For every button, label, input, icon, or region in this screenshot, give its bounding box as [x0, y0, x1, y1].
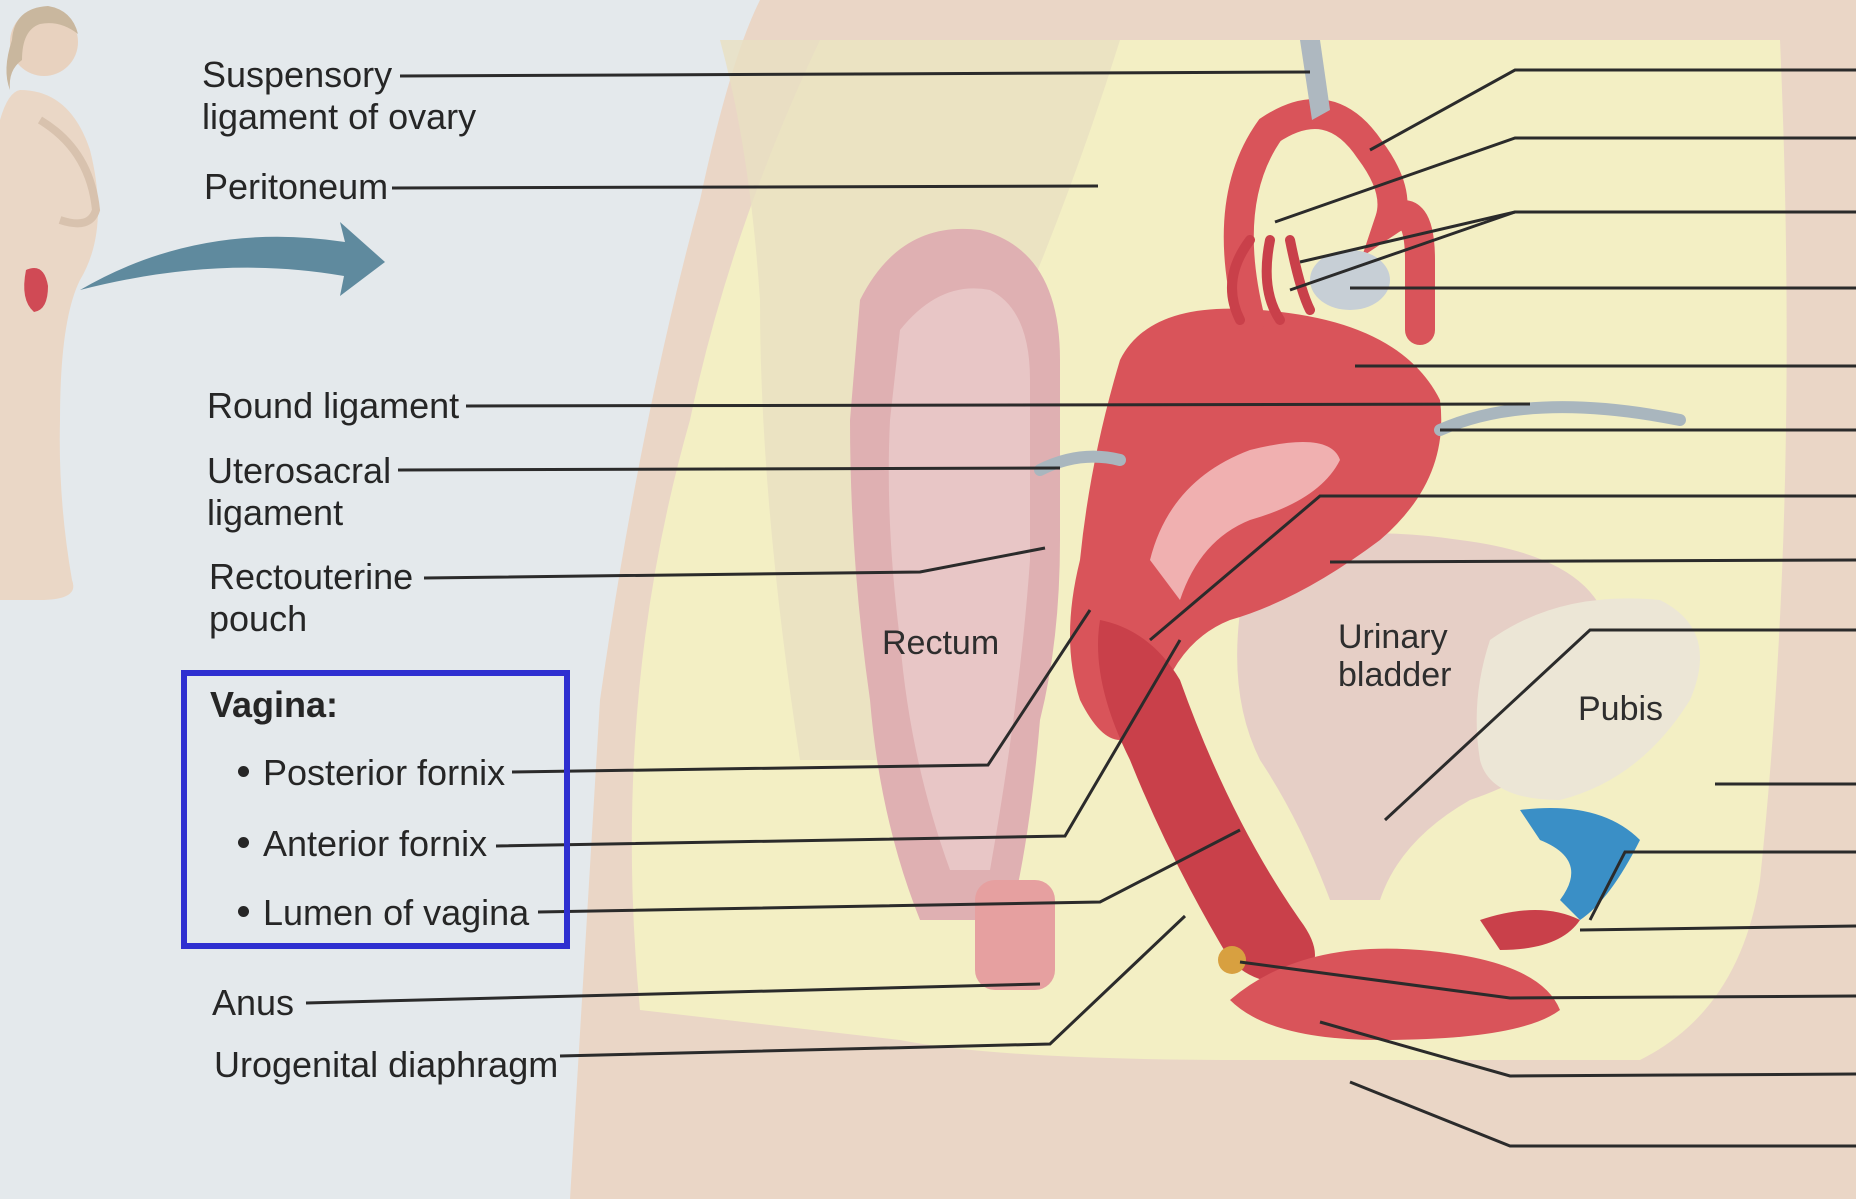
uterine-tube	[1223, 99, 1435, 345]
urinary-bladder-label-line2: bladder	[1338, 656, 1451, 694]
leader-suspensory	[399, 70, 1311, 78]
rectum-label: Rectum	[882, 624, 999, 662]
vagina-item-label: Lumen of vagina	[263, 892, 530, 933]
leader-lumen-vagina	[537, 828, 1241, 914]
pubis-label: Pubis	[1578, 690, 1663, 728]
label-uterosacral-ligament: Uterosacral ligament	[207, 450, 392, 533]
leader-r8	[1329, 558, 1856, 564]
ovary-shape	[1310, 250, 1390, 310]
leader-r13	[1239, 960, 1856, 1000]
vagina-highlight-box	[181, 670, 570, 949]
figure-body	[0, 90, 98, 600]
leader-anterior-fornix	[495, 639, 1182, 848]
arrow-icon	[80, 222, 385, 296]
urinary-bladder-label-line1: Urinary	[1338, 618, 1448, 656]
leader-r15	[1349, 1080, 1856, 1148]
clitoris-gland	[1218, 946, 1246, 974]
anal-sphincter	[975, 880, 1055, 990]
vagina-item-label: Anterior fornix	[263, 823, 488, 864]
leader-rectouterine	[423, 546, 1046, 580]
suspensory-ligament-shape	[1300, 40, 1330, 120]
figure-thumbnail	[0, 6, 101, 600]
rectum-inner	[888, 288, 1030, 870]
leader-r2	[1274, 136, 1856, 224]
leader-round-ligament	[465, 402, 1531, 408]
leader-r11	[1588, 850, 1856, 921]
uterosacral-ligament-shape	[1034, 450, 1126, 476]
leader-r9	[1383, 628, 1856, 822]
vagina-item-lumen-of-vagina: Lumen of vagina	[238, 892, 529, 934]
leader-uterosacral	[397, 466, 1061, 472]
label-round-ligament: Round ligament	[207, 385, 460, 426]
vagina-item-anterior-fornix: Anterior fornix	[238, 823, 487, 865]
leader-r3b	[1289, 210, 1516, 292]
leader-r1	[1369, 68, 1856, 152]
leader-r7	[1149, 494, 1856, 642]
vagina-item-posterior-fornix: Posterior fornix	[238, 752, 505, 794]
vagina-heading: Vagina:	[210, 684, 339, 725]
leader-r12	[1579, 924, 1856, 932]
leader-urogenital	[559, 914, 1187, 1058]
leader-peritoneum	[391, 184, 1099, 190]
leader-anus	[305, 982, 1041, 1005]
uterine-cavity	[1150, 442, 1340, 600]
leader-posterior-fornix	[511, 609, 1092, 774]
pubis-shape	[1476, 598, 1700, 800]
uterus-shape	[1070, 308, 1442, 740]
figure-arm	[37, 116, 101, 228]
round-ligament-shape	[1434, 401, 1686, 436]
fimbriae	[1227, 235, 1315, 325]
label-urogenital-diaphragm: Urogenital diaphragm	[214, 1044, 559, 1085]
label-rectouterine-pouch: Rectouterine pouch	[209, 556, 414, 639]
pubic-cartilage	[1520, 808, 1640, 920]
vagina-item-label: Posterior fornix	[263, 752, 506, 793]
figure-uterus-highlight	[24, 268, 48, 312]
leader-lines-right	[1149, 68, 1856, 1148]
leader-r14	[1319, 1020, 1856, 1078]
bullet-dot	[238, 765, 249, 777]
label-anus: Anus	[212, 982, 295, 1023]
label-suspensory-ligament: Suspensory ligament of ovary	[202, 54, 477, 137]
bullet-dot	[238, 905, 249, 917]
vagina-shape	[1098, 620, 1315, 983]
figure-hair	[6, 6, 79, 90]
leader-lines-left	[305, 70, 1531, 1058]
bullet-dot	[238, 836, 249, 848]
label-peritoneum: Peritoneum	[204, 166, 389, 207]
labium	[1480, 910, 1580, 950]
